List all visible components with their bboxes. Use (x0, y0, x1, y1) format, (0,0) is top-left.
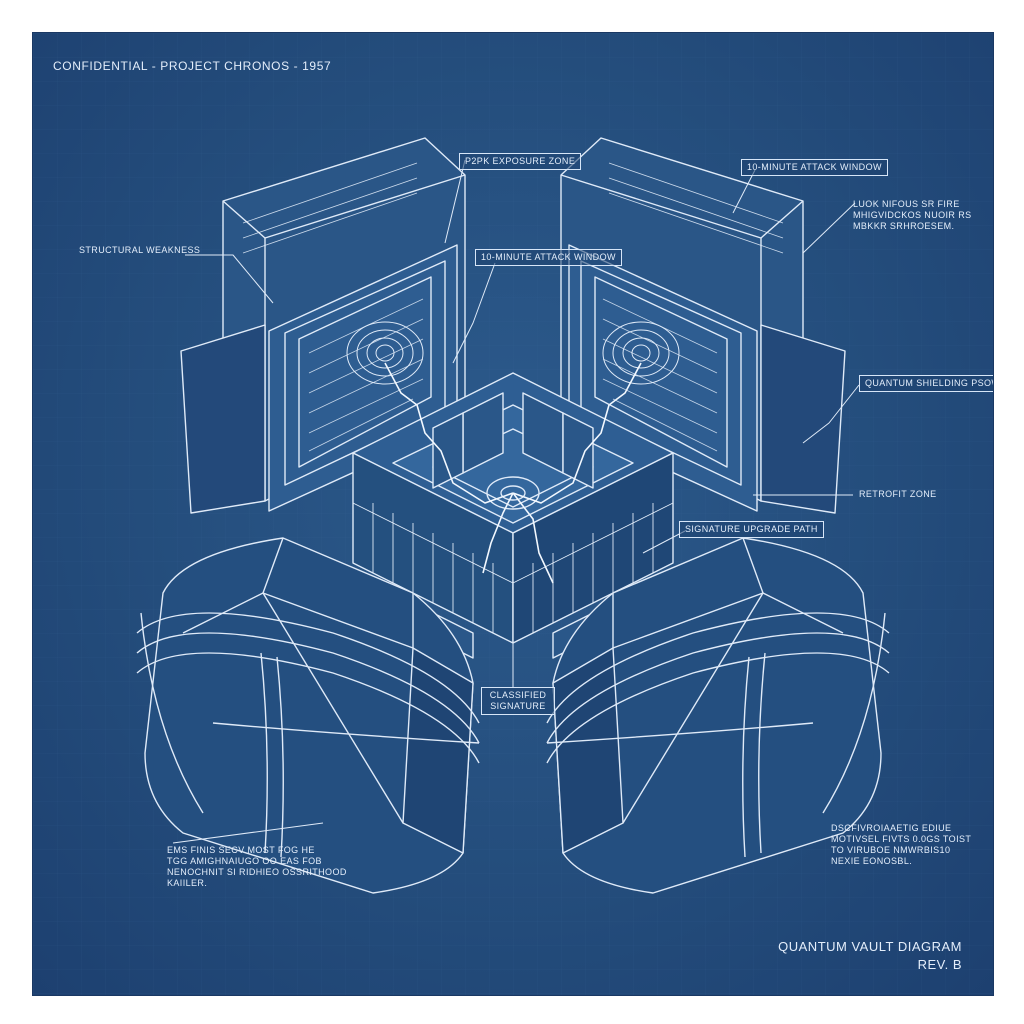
left-cylinder-drawing (136, 537, 480, 894)
right-cylinder-drawing (546, 537, 890, 894)
revision-label: REV. B (917, 957, 962, 972)
vault-illustration (33, 33, 993, 995)
note-lower-left: EMS FINIS SECV MOST FOG HE TGG AMIGHNAIU… (167, 845, 357, 889)
label-structural-weakness: STRUCTURAL WEAKNESS (79, 245, 201, 255)
note-line: EMS FINIS SECV MOST FOG HE (167, 845, 315, 855)
note-upper-right: LUOK NIFOUS SR FIRE MHIGVIDCKOS NUOIR RS… (853, 199, 983, 232)
blueprint-sheet: CONFIDENTIAL - PROJECT CHRONOS - 1957 ST… (32, 32, 994, 996)
label-quantum-shield: QUANTUM SHIELDING PSOW (859, 375, 993, 392)
leader-lines (172, 159, 860, 844)
note-line: MHIGVIDCKOS NUOIR RS (853, 210, 972, 220)
note-line: MOTIVSEL FIVTS 0.0GS TOIST (831, 834, 972, 844)
label-attack-window-right: 10-MINUTE ATTACK WINDOW (741, 159, 888, 176)
note-line: NEXIE EONOSBL. (831, 856, 913, 866)
note-line: DSCFIVROIAAETIG EDIUE (831, 823, 952, 833)
label-retrofit-zone: RETROFIT ZONE (859, 489, 937, 499)
title-block: QUANTUM VAULT DIAGRAM REV. B (778, 938, 962, 974)
note-line: MBKKR SRHROESEM. (853, 221, 955, 231)
note-line: NENOCHNIT SI RIDHIEO OSSRITHOOD (167, 867, 347, 877)
label-exposure-zone: P2PK EXPOSURE ZONE (459, 153, 582, 170)
label-upgrade-path: SIGNATURE UPGRADE PATH (679, 521, 824, 538)
note-line: KAIILER. (167, 878, 208, 888)
note-line: TGG AMIGHNAIUGO OO EAS FOB (167, 856, 322, 866)
page-header: CONFIDENTIAL - PROJECT CHRONOS - 1957 (53, 59, 332, 73)
label-classified-signature: CLASSIFIED SIGNATURE (481, 687, 555, 715)
note-line: TO VIRUBOE NMWRBIS10 (831, 845, 951, 855)
label-attack-window-left: 10-MINUTE ATTACK WINDOW (475, 249, 622, 266)
note-lower-right: DSCFIVROIAAETIG EDIUE MOTIVSEL FIVTS 0.0… (831, 823, 981, 867)
energy-arcs (384, 362, 642, 584)
note-line: LUOK NIFOUS SR FIRE (853, 199, 960, 209)
diagram-title: QUANTUM VAULT DIAGRAM (778, 939, 962, 954)
